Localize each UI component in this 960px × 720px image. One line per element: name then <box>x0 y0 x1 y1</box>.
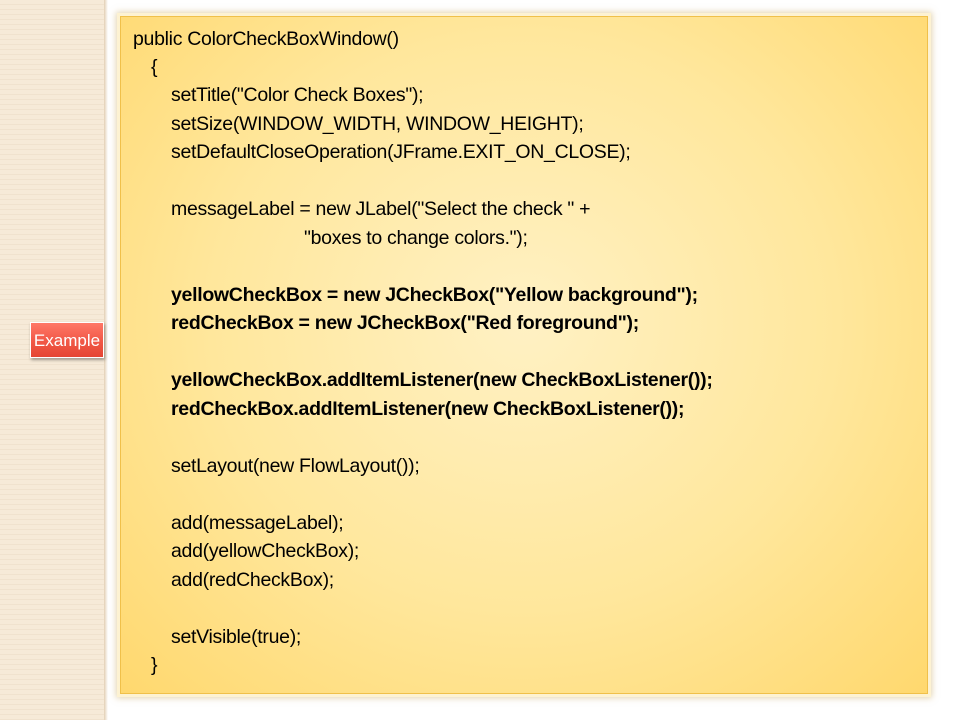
code-line-set-size: setSize(WINDOW_WIDTH, WINDOW_HEIGHT); <box>171 113 584 135</box>
code-line-set-layout: setLayout(new FlowLayout()); <box>171 455 420 477</box>
code-line-close-brace: } <box>151 654 158 676</box>
code-line-open-brace: { <box>151 56 158 78</box>
code-line-add-red-checkbox: add(redCheckBox); <box>171 569 334 591</box>
code-line-yellow-checkbox: yellowCheckBox = new JCheckBox("Yellow b… <box>171 284 698 306</box>
sidebar <box>0 0 104 720</box>
example-tab-label: Example <box>30 322 104 358</box>
code-line-yellow-listener: yellowCheckBox.addItemListener(new Check… <box>171 369 713 391</box>
code-line-set-title: setTitle("Color Check Boxes"); <box>171 84 424 106</box>
code-line-red-listener: redCheckBox.addItemListener(new CheckBox… <box>171 398 685 420</box>
code-line-red-checkbox: redCheckBox = new JCheckBox("Red foregro… <box>171 312 639 334</box>
code-line-set-visible: setVisible(true); <box>171 626 302 648</box>
code-line-message-label: messageLabel = new JLabel("Select the ch… <box>171 198 591 220</box>
code-line-add-message-label: add(messageLabel); <box>171 512 344 534</box>
code-line-constructor: public ColorCheckBoxWindow() <box>133 28 399 50</box>
code-line-message-label-cont: "boxes to change colors."); <box>304 227 528 249</box>
code-line-close-operation: setDefaultCloseOperation(JFrame.EXIT_ON_… <box>171 141 631 163</box>
code-block: public ColorCheckBoxWindow() { setTitle(… <box>121 17 927 693</box>
code-panel: public ColorCheckBoxWindow() { setTitle(… <box>120 16 928 694</box>
sidebar-divider <box>104 0 108 720</box>
code-line-add-yellow-checkbox: add(yellowCheckBox); <box>171 540 360 562</box>
